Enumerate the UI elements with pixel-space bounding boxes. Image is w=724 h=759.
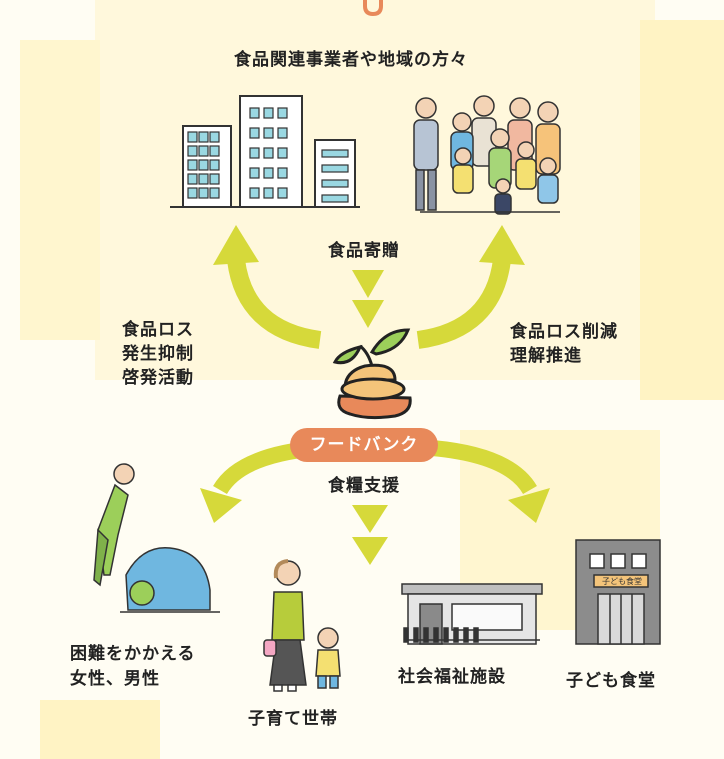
- left-label: 食品ロス 発生抑制 啓発活動: [122, 318, 194, 390]
- right-label: 食品ロス削減 理解推進: [510, 320, 618, 368]
- cafeteria-sign-text: 子ども食堂: [602, 577, 642, 586]
- children-cafeteria-building-icon: [575, 539, 661, 645]
- right-label-line: 理解推進: [510, 346, 582, 366]
- food-bank-badge: フードバンク: [290, 428, 438, 462]
- support-down-arrow: [352, 505, 388, 565]
- left-label-line: 発生抑制: [122, 344, 194, 364]
- recipient-welfare-facilities: 社会福祉施設: [398, 667, 506, 687]
- donation-down-arrow: [352, 270, 384, 328]
- left-label-line: 啓発活動: [122, 368, 194, 388]
- office-buildings-icon: [170, 95, 360, 208]
- background-patch: [20, 40, 100, 340]
- recipient-children-cafeteria: 子ども食堂: [566, 671, 656, 691]
- donation-label: 食品寄贈: [328, 241, 400, 261]
- right-label-line: 食品ロス削減: [510, 322, 618, 342]
- distressed-people-icon: [93, 463, 220, 613]
- welfare-facility-building-icon: [401, 583, 543, 645]
- community-people-icon: [413, 95, 561, 215]
- right-upward-arrow: [416, 225, 525, 349]
- food-bank-sprout-logo-icon: [332, 328, 412, 420]
- background-patch: [640, 20, 724, 400]
- top-title: 食品関連事業者や地域の方々: [234, 50, 468, 70]
- left-label-line: 食品ロス: [122, 320, 194, 340]
- parent-child-icon: [263, 559, 341, 692]
- left-upward-arrow: [213, 225, 322, 349]
- recipient-label-line: 女性、男性: [70, 669, 160, 689]
- background-patch: [40, 700, 160, 759]
- recipient-people-in-need: 困難をかかえる 女性、男性: [70, 642, 196, 692]
- recipient-label-line: 困難をかかえる: [70, 644, 196, 664]
- recipient-child-households: 子育て世帯: [248, 709, 338, 729]
- right-downward-arrow: [431, 440, 550, 523]
- top-connector: [363, 0, 383, 17]
- support-label: 食糧支援: [328, 476, 400, 496]
